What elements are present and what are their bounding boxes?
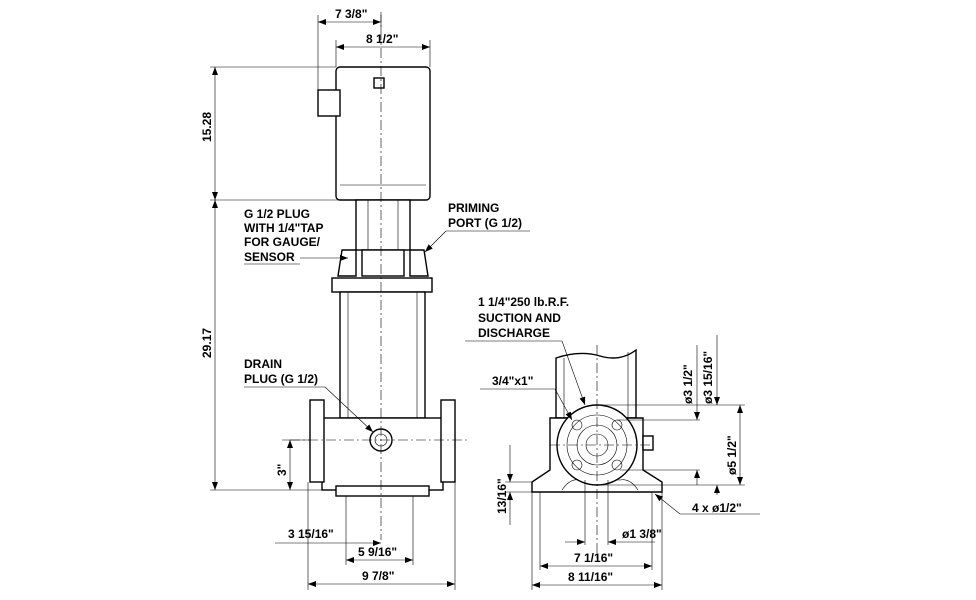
gauge-plug-label: G 1/2 PLUG [244, 207, 310, 221]
side-view: 1 1/4"250 lb.R.F. SUCTION AND DISCHARGE … [465, 295, 760, 590]
motor [317, 66, 431, 201]
dim-pump-height: 29.17 [200, 328, 214, 358]
gauge-plug-label: WITH 1/4"TAP [244, 221, 323, 235]
dim-motor-width: 8 1/2" [366, 32, 398, 46]
suction-flange [309, 399, 325, 483]
bolt-callout: 3/4"x1" [480, 374, 573, 421]
gauge-plug-label: FOR GAUGE/ [244, 235, 321, 249]
terminal-box [317, 89, 341, 117]
dimensions-side: ø3 1/2" ø3 15/16" ø5 1/2" 13/16" 4 x ø1/… [495, 335, 760, 590]
front-view: 7 3/8" 8 1/2" 15.28 29.17 3" 3 15/16" 5 … [200, 7, 530, 590]
dim-port-height: 3" [275, 464, 289, 476]
gauge-plug-callout: G 1/2 PLUG WITH 1/4"TAP FOR GAUGE/ SENSO… [244, 207, 348, 265]
priming-port-label: PRIMING [448, 201, 499, 215]
pump-base [309, 399, 456, 497]
flange-label: DISCHARGE [478, 326, 550, 340]
bolt-hole [611, 459, 623, 471]
gauge-plug-label: SENSOR [244, 250, 295, 264]
dim-bolt-circle: ø3 1/2" [681, 364, 695, 404]
priming-port-callout: PRIMING PORT (G 1/2) [424, 201, 530, 253]
priming-port-label: PORT (G 1/2) [448, 216, 522, 230]
dim-port-offset: 3 15/16" [288, 527, 334, 541]
pump-head [331, 277, 433, 293]
dim-foot-height: 13/16" [495, 478, 509, 514]
dim-raised-face: ø3 15/16" [701, 351, 715, 404]
flange-label: SUCTION AND [478, 311, 561, 325]
pump-sleeve [339, 291, 426, 419]
flange-label: 1 1/4"250 lb.R.F. [478, 295, 569, 309]
dim-hole-spacing: 7 1/16" [574, 551, 613, 565]
dim-flange-od: ø5 1/2" [725, 435, 739, 475]
bolt-hole [571, 459, 583, 471]
drain-plug-callout: DRAIN PLUG (G 1/2) [244, 357, 374, 433]
dim-foot-width: 8 11/16" [568, 570, 613, 584]
dim-bore: ø1 3/8" [622, 527, 662, 541]
dim-flange-width: 9 7/8" [362, 569, 394, 583]
dim-mount-holes: 4 x ø1/2" [692, 501, 742, 515]
bolt-hole [571, 419, 583, 431]
drain-plug-label: PLUG (G 1/2) [244, 372, 318, 386]
bolt-label: 3/4"x1" [492, 374, 533, 388]
dim-base-width: 5 9/16" [358, 545, 397, 559]
discharge-flange [440, 399, 456, 483]
dim-motor-height: 15.28 [200, 112, 214, 142]
dimensions-front: 7 3/8" 8 1/2" 15.28 29.17 3" 3 15/16" 5 … [200, 7, 456, 590]
coupling-housing [337, 199, 429, 277]
dim-terminal-offset: 7 3/8" [335, 7, 367, 21]
drain-plug-label: DRAIN [244, 357, 282, 371]
flange-callout: 1 1/4"250 lb.R.F. SUCTION AND DISCHARGE [465, 295, 586, 406]
